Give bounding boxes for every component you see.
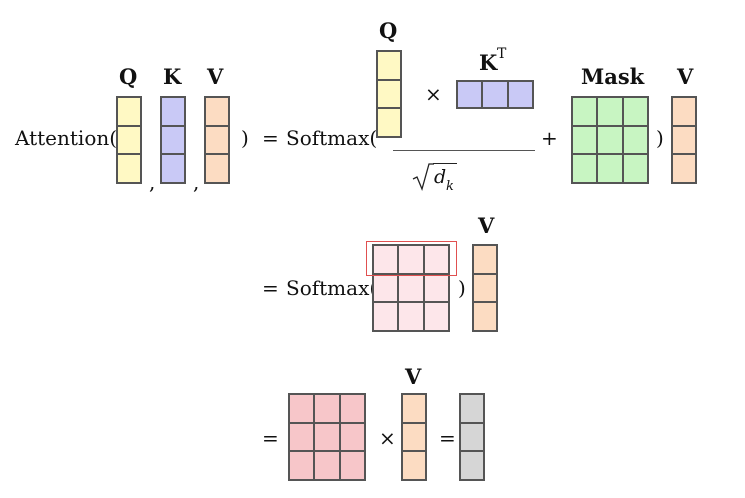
multiply-sign-2: × [379,426,396,450]
matrix-cell [597,154,623,183]
matrix-cell [205,125,229,155]
matrix-cell [339,422,365,452]
matrix-cell [597,125,623,155]
softmax-function-label-2: Softmax( [286,276,378,300]
matrix-cell [507,81,533,108]
label-v-row2: V [478,213,495,238]
plus-sign: + [541,126,558,150]
matrix-cell [377,51,401,80]
matrix-cell [398,302,424,331]
square-root-overline [433,163,457,164]
matrix-cell [622,97,648,126]
matrix-cell [473,245,497,274]
matrix-cell [377,108,401,137]
matrix-cell [117,97,141,126]
square-root-icon [412,163,434,191]
matrix-cell [473,302,497,331]
matrix-q-numerator [376,50,402,138]
dimension-k-subscript: k [446,179,454,194]
matrix-mask [571,96,649,184]
matrix-cell [117,125,141,155]
matrix-cell [377,79,401,109]
matrix-cell [339,451,365,480]
matrix-scores [372,244,450,332]
softmax-close-paren-1: ) [656,126,664,150]
label-k: K [163,64,182,89]
matrix-cell [457,81,483,108]
matrix-cell [672,97,696,126]
matrix-cell [289,394,315,423]
matrix-cell [672,125,696,155]
comma-1: , [149,170,156,194]
matrix-cell [289,422,315,452]
equals-sign-4: = [439,426,456,450]
matrix-cell [423,302,449,331]
attention-function-label: Attention( [15,126,118,150]
softmax-function-label: Softmax( [286,126,378,150]
matrix-cell [622,125,648,155]
matrix-cell [205,97,229,126]
transpose-superscript: T [497,46,507,62]
fraction-bar [393,150,535,151]
matrix-cell [314,451,340,480]
matrix-cell [161,97,185,126]
matrix-cell [117,154,141,183]
multiply-sign-1: × [425,82,442,106]
equals-sign-2: = [262,276,279,300]
matrix-cell [572,154,598,183]
matrix-cell [572,97,598,126]
matrix-cell [161,125,185,155]
matrix-cell [398,273,424,303]
matrix-cell [572,125,598,155]
label-mask: Mask [581,64,645,89]
equals-sign-1: = [262,126,279,150]
matrix-cell [373,273,399,303]
dimension-d: d [434,166,447,188]
matrix-cell [314,394,340,423]
matrix-cell [402,451,426,480]
matrix-cell [423,245,449,274]
matrix-cell [398,245,424,274]
label-k-transpose: K [479,50,498,75]
matrix-v-right [671,96,697,184]
matrix-cell [473,273,497,303]
matrix-cell [460,422,484,452]
softmax-close-paren-2: ) [458,276,466,300]
matrix-cell [402,422,426,452]
matrix-attention-weights [288,393,366,481]
highlighted-first-row [366,241,457,276]
label-q-numerator: Q [379,18,398,43]
matrix-v-row2 [472,244,498,332]
matrix-cell [597,97,623,126]
label-v-right: V [677,64,694,89]
matrix-k [160,96,186,184]
matrix-cell [460,394,484,423]
label-v: V [207,64,224,89]
label-v-row3: V [405,364,422,389]
matrix-cell [161,154,185,183]
matrix-q [116,96,142,184]
matrix-cell [622,154,648,183]
attention-close-paren: ) [241,126,249,150]
equals-sign-3: = [262,426,279,450]
matrix-cell [373,245,399,274]
matrix-cell [373,302,399,331]
matrix-cell [672,154,696,183]
matrix-output [459,393,485,481]
matrix-v-row3 [401,393,427,481]
matrix-cell [205,154,229,183]
matrix-cell [339,394,365,423]
matrix-cell [402,394,426,423]
label-q: Q [119,64,138,89]
matrix-cell [314,422,340,452]
matrix-cell [423,273,449,303]
matrix-v [204,96,230,184]
matrix-k-transpose [456,80,534,109]
matrix-cell [460,451,484,480]
matrix-cell [482,81,508,108]
matrix-cell [289,451,315,480]
comma-2: , [193,170,200,194]
